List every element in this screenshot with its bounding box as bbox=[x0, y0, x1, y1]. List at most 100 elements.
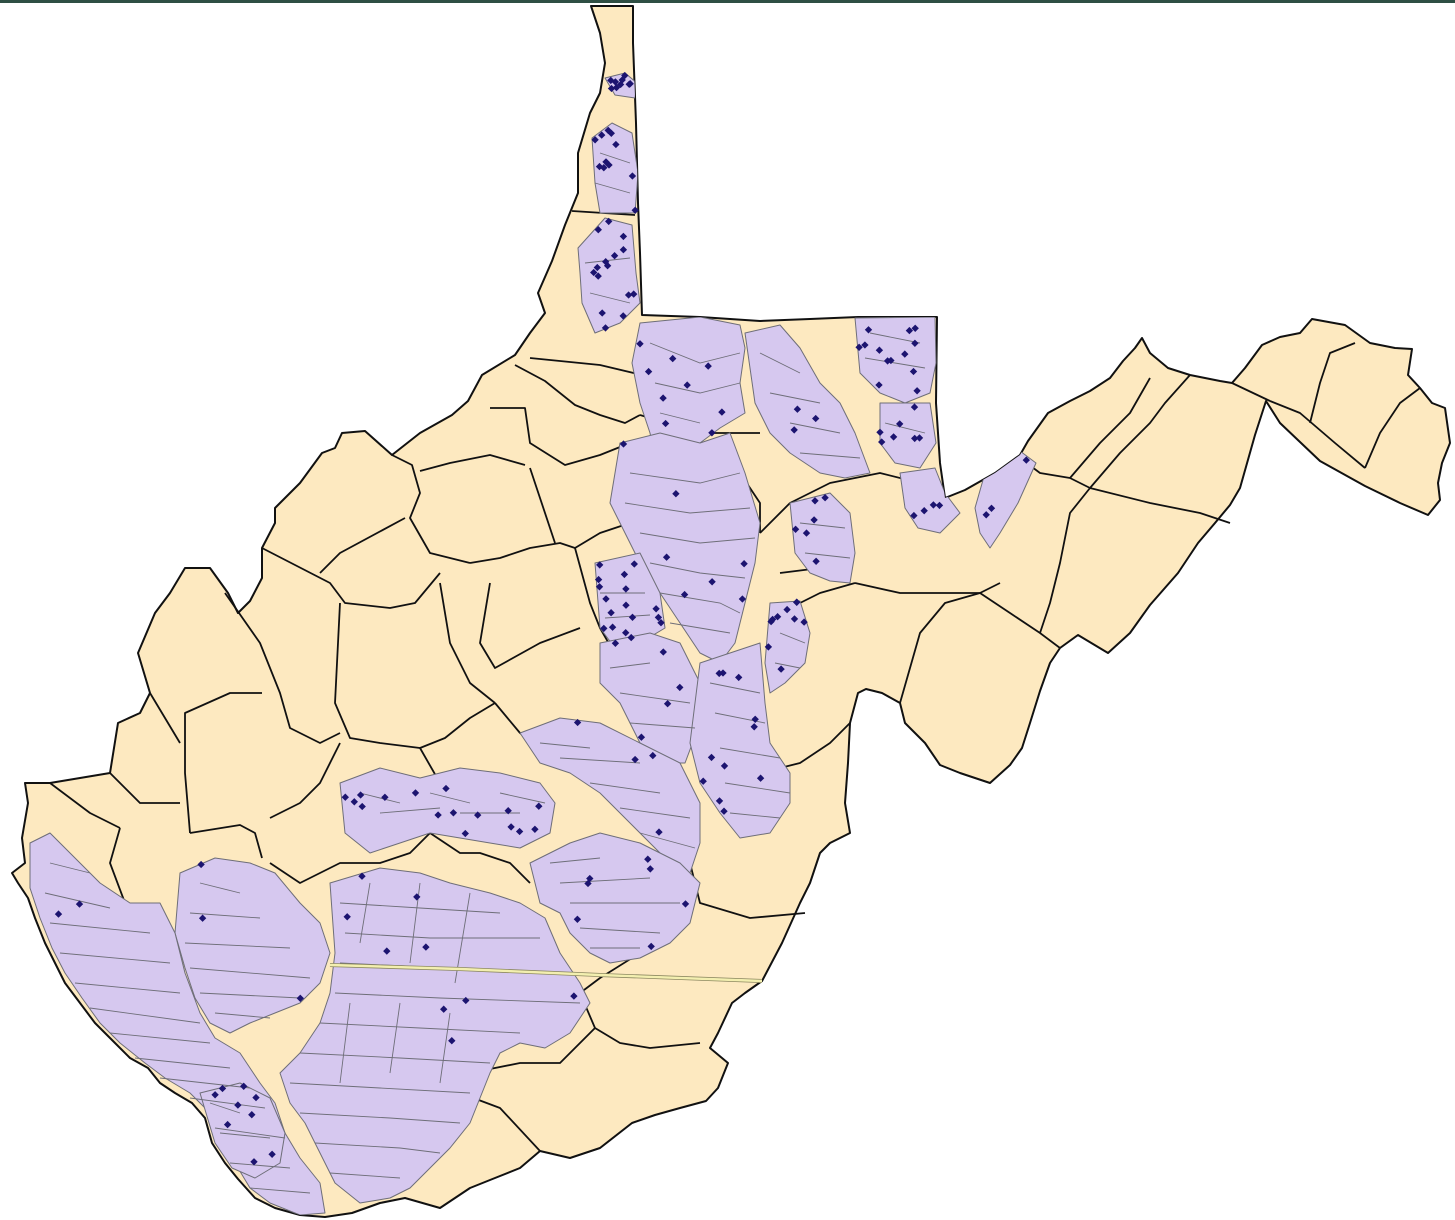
sampling-site-marker[interactable] bbox=[812, 557, 820, 565]
sampling-site-marker[interactable] bbox=[296, 994, 304, 1002]
sampling-site-marker[interactable] bbox=[720, 762, 729, 770]
sampling-site-marker[interactable] bbox=[708, 429, 716, 437]
sampling-site-marker[interactable] bbox=[911, 339, 919, 347]
sampling-site-marker[interactable] bbox=[594, 575, 603, 584]
sampling-site-marker[interactable] bbox=[602, 595, 610, 603]
sampling-site-marker[interactable] bbox=[593, 263, 601, 272]
sampling-site-marker[interactable] bbox=[350, 798, 358, 806]
sampling-site-marker[interactable] bbox=[707, 753, 716, 762]
sampling-site-marker[interactable] bbox=[652, 605, 660, 613]
sampling-site-marker[interactable] bbox=[646, 865, 654, 873]
sampling-site-marker[interactable] bbox=[738, 595, 747, 603]
sampling-site-marker[interactable] bbox=[662, 553, 671, 561]
sampling-site-marker[interactable] bbox=[889, 433, 898, 441]
sampling-site-marker[interactable] bbox=[791, 525, 800, 533]
sampling-site-marker[interactable] bbox=[735, 673, 743, 682]
sampling-site-marker[interactable] bbox=[756, 774, 765, 782]
sampling-site-marker[interactable] bbox=[669, 354, 677, 363]
sampling-site-marker[interactable] bbox=[905, 326, 914, 335]
sampling-site-marker[interactable] bbox=[680, 590, 689, 599]
sampling-site-marker[interactable] bbox=[573, 718, 582, 727]
sampling-site-marker[interactable] bbox=[598, 131, 606, 139]
sampling-site-marker[interactable] bbox=[768, 615, 777, 624]
sampling-site-marker[interactable] bbox=[920, 507, 928, 515]
sampling-site-marker[interactable] bbox=[896, 420, 904, 428]
sampling-site-marker[interactable] bbox=[777, 665, 785, 673]
sampling-site-marker[interactable] bbox=[631, 206, 639, 214]
sampling-site-marker[interactable] bbox=[442, 784, 450, 793]
sampling-site-marker[interactable] bbox=[910, 403, 919, 411]
sampling-site-marker[interactable] bbox=[590, 268, 598, 277]
sampling-site-marker[interactable] bbox=[596, 561, 604, 569]
sampling-site-marker[interactable] bbox=[356, 791, 365, 799]
sampling-site-marker[interactable] bbox=[790, 615, 799, 623]
sampling-site-marker[interactable] bbox=[661, 419, 670, 428]
sampling-site-marker[interactable] bbox=[715, 669, 723, 678]
sampling-site-marker[interactable] bbox=[663, 700, 672, 708]
sampling-site-marker[interactable] bbox=[740, 560, 748, 568]
sampling-site-marker[interactable] bbox=[612, 140, 620, 149]
sampling-site-marker[interactable] bbox=[929, 501, 938, 509]
map-canvas[interactable] bbox=[0, 3, 1455, 1220]
sampling-site-marker[interactable] bbox=[800, 618, 808, 626]
sampling-site-marker[interactable] bbox=[198, 914, 207, 922]
sampling-site-marker[interactable] bbox=[626, 80, 634, 88]
sampling-site-marker[interactable] bbox=[987, 504, 996, 512]
sampling-site-marker[interactable] bbox=[531, 825, 539, 833]
sampling-site-marker[interactable] bbox=[619, 246, 628, 254]
sampling-site-marker[interactable] bbox=[647, 942, 655, 951]
sampling-site-marker[interactable] bbox=[810, 516, 818, 524]
sampling-site-marker[interactable] bbox=[474, 811, 482, 819]
map-view[interactable] bbox=[0, 3, 1455, 1220]
sampling-site-marker[interactable] bbox=[750, 723, 758, 731]
sampling-site-marker[interactable] bbox=[811, 497, 819, 505]
sampling-site-marker[interactable] bbox=[628, 613, 637, 621]
sampling-site-marker[interactable] bbox=[268, 1150, 276, 1158]
sampling-site-marker[interactable] bbox=[910, 511, 918, 520]
sampling-site-marker[interactable] bbox=[341, 793, 349, 801]
sampling-site-marker[interactable] bbox=[535, 802, 543, 810]
sampling-site-marker[interactable] bbox=[793, 598, 801, 606]
sampling-site-marker[interactable] bbox=[573, 915, 582, 923]
sampling-site-marker[interactable] bbox=[627, 633, 635, 642]
sampling-site-marker[interactable] bbox=[358, 802, 366, 811]
sampling-site-marker[interactable] bbox=[440, 1005, 448, 1013]
sampling-site-marker[interactable] bbox=[636, 340, 644, 348]
sampling-site-marker[interactable] bbox=[411, 789, 420, 797]
sampling-site-marker[interactable] bbox=[644, 855, 652, 863]
sampling-site-marker[interactable] bbox=[570, 992, 578, 1000]
sampling-site-marker[interactable] bbox=[611, 639, 620, 647]
sampling-site-marker[interactable] bbox=[718, 408, 726, 416]
sampling-site-marker[interactable] bbox=[715, 797, 724, 805]
sampling-site-marker[interactable] bbox=[383, 947, 391, 955]
sampling-site-marker[interactable] bbox=[659, 648, 667, 656]
sampling-site-marker[interactable] bbox=[783, 605, 791, 614]
sampling-site-marker[interactable] bbox=[861, 341, 869, 349]
sampling-site-marker[interactable] bbox=[821, 494, 829, 502]
sampling-site-marker[interactable] bbox=[878, 438, 886, 446]
sampling-site-marker[interactable] bbox=[608, 623, 617, 631]
sampling-site-marker[interactable] bbox=[655, 828, 663, 836]
sampling-site-marker[interactable] bbox=[935, 501, 944, 510]
sampling-site-marker[interactable] bbox=[250, 1158, 258, 1166]
sampling-site-marker[interactable] bbox=[515, 827, 524, 836]
sampling-site-marker[interactable] bbox=[434, 811, 442, 819]
sampling-site-marker[interactable] bbox=[622, 629, 630, 637]
sampling-site-marker[interactable] bbox=[619, 440, 628, 448]
sampling-site-marker[interactable] bbox=[855, 343, 863, 351]
sampling-site-marker[interactable] bbox=[504, 807, 512, 815]
sampling-site-marker[interactable] bbox=[876, 428, 884, 436]
sampling-site-marker[interactable] bbox=[681, 900, 690, 908]
sampling-site-marker[interactable] bbox=[449, 809, 458, 817]
sampling-site-marker[interactable] bbox=[982, 511, 990, 519]
sampling-site-marker[interactable] bbox=[649, 751, 657, 760]
sampling-site-marker[interactable] bbox=[708, 578, 716, 586]
sampling-site-marker[interactable] bbox=[699, 777, 707, 785]
sampling-site-marker[interactable] bbox=[812, 414, 820, 423]
sampling-site-marker[interactable] bbox=[631, 755, 639, 764]
sampling-site-marker[interactable] bbox=[461, 829, 469, 838]
sampling-site-marker[interactable] bbox=[595, 583, 604, 591]
sampling-site-marker[interactable] bbox=[644, 367, 653, 376]
sampling-site-marker[interactable] bbox=[676, 683, 684, 692]
sampling-site-marker[interactable] bbox=[654, 613, 663, 622]
